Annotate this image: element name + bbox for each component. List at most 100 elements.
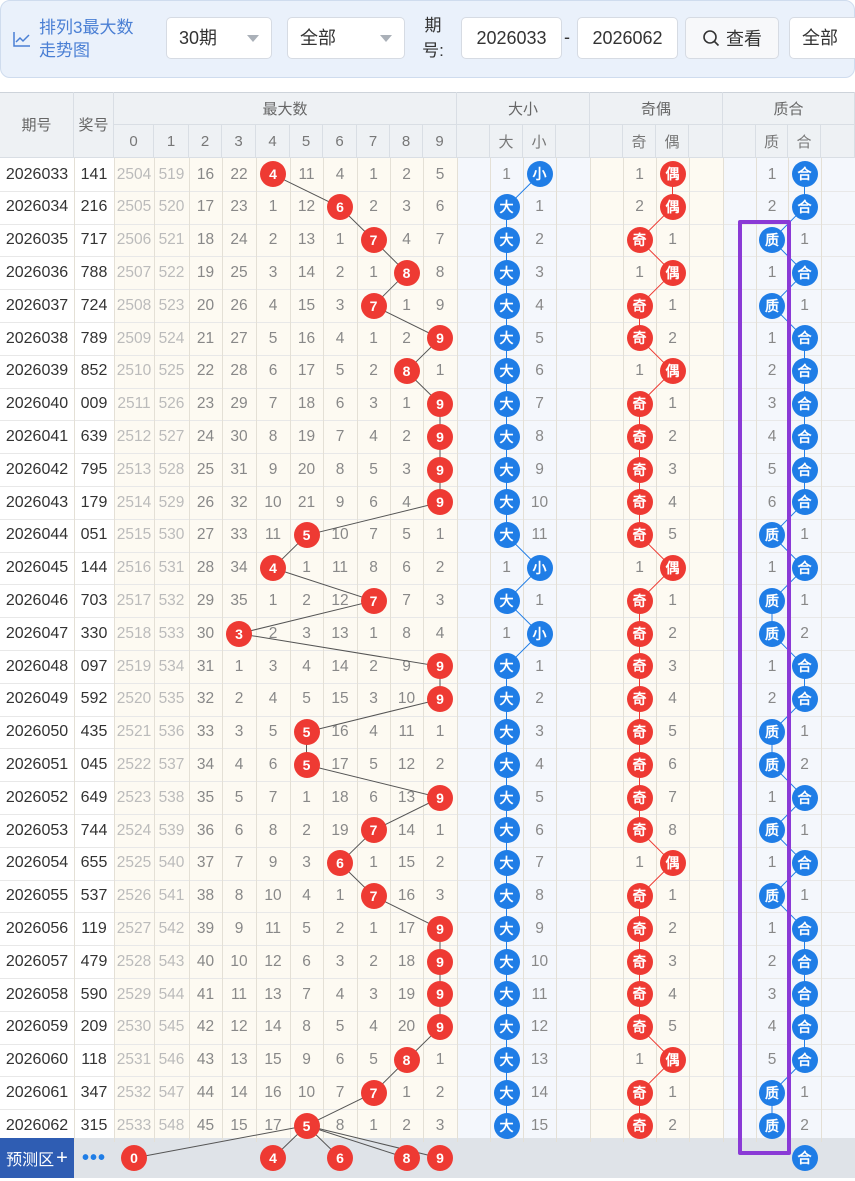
omission-cell: 6 <box>268 755 278 773</box>
omission-cell: 7 <box>335 1083 345 1101</box>
prime-ball: 合 <box>791 391 818 417</box>
omission-cell: 10 <box>297 1083 316 1101</box>
range-dash: - <box>564 27 570 47</box>
issue-to-input[interactable]: 2026062 <box>577 17 678 59</box>
view-button[interactable]: 查看 <box>685 17 779 59</box>
issue-cell: 2026051 <box>5 755 69 773</box>
prediction-digit-ball: 8 <box>393 1145 420 1171</box>
grid-line <box>788 158 789 1142</box>
max-digit-ball: 9 <box>427 1014 453 1041</box>
omission-cell: 523 <box>158 296 185 314</box>
omission-cell: 14 <box>397 821 416 839</box>
issue-cell: 2026048 <box>5 657 69 675</box>
omission-cell: 4 <box>402 493 411 511</box>
omission-cell: 22 <box>196 362 215 380</box>
header-digit-2: 2 <box>189 125 222 158</box>
max-digit-ball: 7 <box>360 227 387 253</box>
parity-ball: 奇 <box>626 1112 653 1139</box>
omission-cell: 2505 <box>116 198 152 216</box>
omission-cell: 34 <box>196 755 215 773</box>
omission-cell: 3 <box>435 591 445 609</box>
omission-cell: 20 <box>196 296 215 314</box>
omission-cell: 4 <box>302 657 311 675</box>
parity-ball: 奇 <box>626 1014 653 1041</box>
omission-cell: 3 <box>335 296 345 314</box>
omission-cell: 533 <box>158 624 185 642</box>
parity-ball: 奇 <box>626 653 653 680</box>
max-digit-ball: 6 <box>327 194 353 221</box>
omission-cell: 2 <box>402 427 411 445</box>
header-parity: 奇偶 <box>590 92 723 125</box>
omission-cell: 2 <box>369 198 378 216</box>
prediction-area-button[interactable]: 预测区 + <box>0 1138 74 1178</box>
prime-ball: 合 <box>791 423 818 450</box>
omission-cell: 6 <box>302 952 311 970</box>
grid-line <box>290 158 291 1142</box>
omission-cell: 4 <box>402 231 411 249</box>
omission-cell: 528 <box>158 460 185 478</box>
issue-from-input[interactable]: 2026033 <box>461 17 562 59</box>
filter-select-value: 全部 <box>802 28 838 48</box>
omission-cell: 14 <box>297 263 316 281</box>
grid-line <box>689 158 690 1142</box>
size-omission-cell: 7 <box>535 395 544 413</box>
omission-cell: 4 <box>335 329 345 347</box>
prime-omission-cell: 1 <box>767 788 777 806</box>
omission-cell: 4 <box>369 427 378 445</box>
size-omission-cell: 11 <box>531 526 548 544</box>
omission-cell: 16 <box>196 165 215 183</box>
omission-cell: 31 <box>230 460 248 478</box>
omission-cell: 1 <box>369 919 378 937</box>
omission-cell: 3 <box>369 395 378 413</box>
award-cell: 537 <box>80 887 108 905</box>
omission-cell: 6 <box>335 1051 345 1069</box>
omission-cell: 3 <box>234 723 244 741</box>
prime-ball: 合 <box>791 915 818 942</box>
issue-cell: 2026059 <box>5 1018 69 1036</box>
filter-select[interactable]: 全部 <box>789 17 855 59</box>
award-cell: 590 <box>80 985 108 1003</box>
parity-omission-cell: 5 <box>668 526 677 544</box>
size-ball: 大 <box>493 489 520 516</box>
max-digit-ball: 9 <box>427 391 453 417</box>
prime-omission-cell: 2 <box>800 624 809 642</box>
omission-cell: 545 <box>158 1018 185 1036</box>
prime-ball: 质 <box>759 751 785 778</box>
size-ball: 大 <box>493 456 520 483</box>
header-parity-spacer <box>689 125 723 158</box>
prime-ball: 合 <box>791 194 818 221</box>
size-omission-cell: 5 <box>535 329 544 347</box>
header-odd: 奇 <box>623 125 656 158</box>
parity-omission-cell: 3 <box>668 657 677 675</box>
omission-cell: 29 <box>230 395 248 413</box>
omission-cell: 43 <box>196 1051 215 1069</box>
omission-cell: 4 <box>369 723 378 741</box>
omission-cell: 5 <box>369 755 378 773</box>
omission-cell: 5 <box>335 1018 345 1036</box>
omission-cell: 540 <box>158 854 185 872</box>
parity-ball: 奇 <box>626 227 653 253</box>
prediction-digit-ball: 0 <box>121 1145 147 1171</box>
omission-cell: 8 <box>268 427 278 445</box>
award-cell: 435 <box>80 723 108 741</box>
omission-cell: 1 <box>435 723 445 741</box>
omission-cell: 2511 <box>117 395 151 413</box>
award-cell: 744 <box>80 821 108 839</box>
header-digit-9: 9 <box>423 125 457 158</box>
type-select[interactable]: 全部 <box>287 17 405 59</box>
period-select[interactable]: 30期 <box>166 17 272 59</box>
max-digit-ball: 8 <box>393 259 420 286</box>
parity-omission-cell: 7 <box>668 788 677 806</box>
grid-line <box>523 158 524 1142</box>
omission-cell: 3 <box>402 460 411 478</box>
more-icon[interactable]: ••• <box>81 1146 106 1169</box>
omission-cell: 10 <box>264 887 282 905</box>
issue-cell: 2026057 <box>5 952 69 970</box>
omission-cell: 44 <box>196 1083 215 1101</box>
omission-cell: 2 <box>402 165 411 183</box>
omission-cell: 527 <box>158 427 185 445</box>
trend-chart-icon <box>13 32 30 47</box>
omission-cell: 27 <box>230 329 248 347</box>
prime-omission-cell: 1 <box>800 591 809 609</box>
omission-cell: 12 <box>230 1018 248 1036</box>
